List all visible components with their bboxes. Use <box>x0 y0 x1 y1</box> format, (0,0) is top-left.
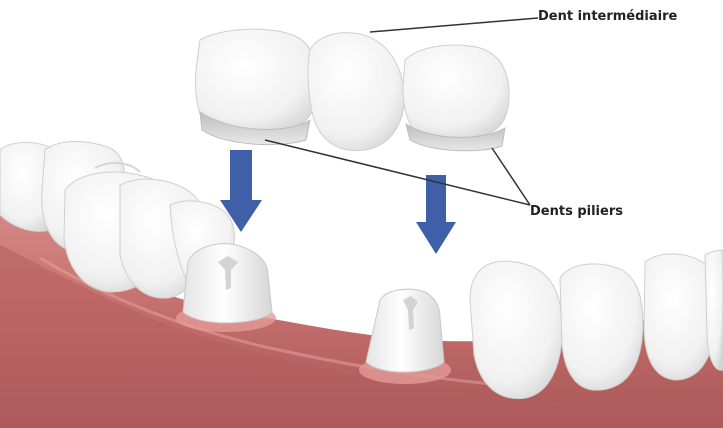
leader-line-abutment-1 <box>265 140 530 205</box>
pontic-label: Dent intermédiaire <box>538 9 677 24</box>
bridge <box>196 29 510 151</box>
abutment-label: Dents piliers <box>530 204 623 219</box>
leader-line-pontic <box>370 18 538 32</box>
arrow-down-icon-right <box>416 175 456 254</box>
pontic-tooth <box>308 33 404 151</box>
abutment-stump-right <box>359 289 451 384</box>
front-teeth-right <box>470 250 723 399</box>
abutment-stump-left <box>176 244 276 332</box>
